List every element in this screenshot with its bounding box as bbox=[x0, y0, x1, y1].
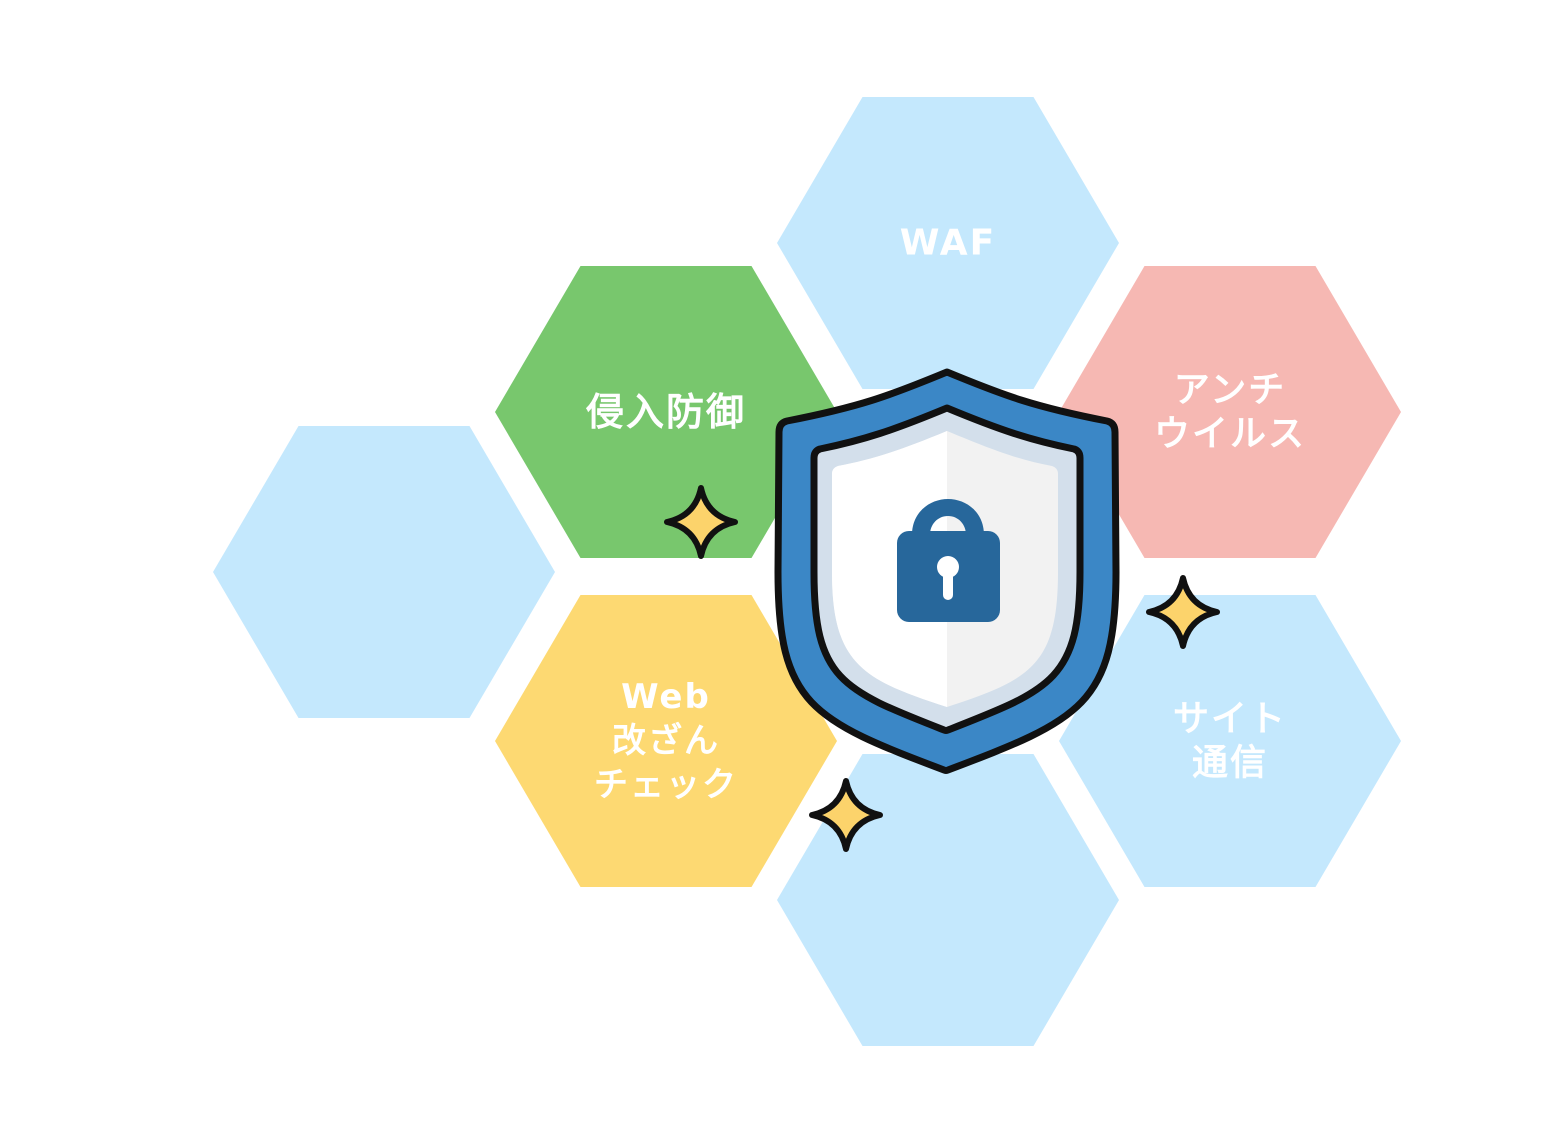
hexagon-shape bbox=[213, 426, 555, 718]
hexagon-shape bbox=[495, 266, 837, 558]
hexagon-shape bbox=[495, 595, 837, 887]
hexagon-bottom-center bbox=[777, 754, 1119, 1046]
padlock-icon bbox=[897, 499, 1000, 622]
hexagon-label: チェック bbox=[594, 765, 738, 805]
hexagon-label: ウイルス bbox=[1154, 414, 1306, 455]
hexagon-waf: WAF bbox=[777, 97, 1119, 389]
hexagon-label: サイト bbox=[1173, 699, 1287, 740]
sparkle-icon bbox=[664, 485, 738, 559]
hexagon-intrusion-prevention: 侵入防御 bbox=[495, 266, 837, 558]
hexagon-shape bbox=[1059, 266, 1401, 558]
hexagon-label: Web bbox=[621, 677, 711, 717]
sparkle-layer bbox=[664, 485, 1220, 852]
hexagon-label: 侵入防御 bbox=[585, 390, 746, 434]
hexagon-label: アンチ bbox=[1174, 370, 1287, 411]
sparkle-icon bbox=[1146, 575, 1220, 649]
hexagon-shape bbox=[777, 754, 1119, 1046]
hexagon-label: WAF bbox=[900, 223, 997, 264]
hexagon-far-left bbox=[213, 426, 555, 718]
hexagon-shape bbox=[777, 97, 1119, 389]
sparkle-icon bbox=[809, 778, 883, 852]
hexagon-label: 改ざん bbox=[612, 721, 720, 761]
hexagon-shape bbox=[1059, 595, 1401, 887]
hexagon-label: 通信 bbox=[1192, 743, 1268, 784]
